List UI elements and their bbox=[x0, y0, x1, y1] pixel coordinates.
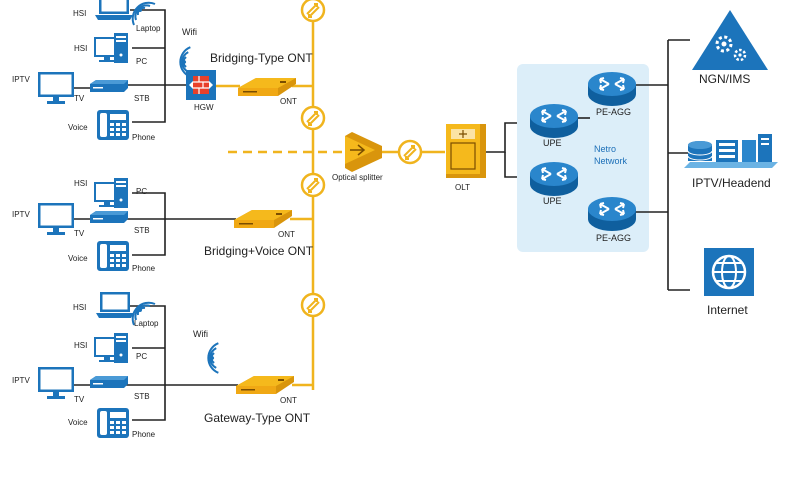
wifi-label: Wifi bbox=[193, 329, 208, 339]
pc-icon bbox=[94, 178, 128, 208]
splitter-node-icon bbox=[397, 139, 423, 165]
hsi-label: HSI bbox=[74, 179, 88, 188]
hsi-label: HSI bbox=[74, 341, 88, 350]
pc-icon bbox=[94, 33, 128, 63]
pc-label: PC bbox=[136, 57, 148, 66]
stb-label: STB bbox=[134, 392, 150, 401]
tv-label: TV bbox=[74, 229, 85, 238]
wifi-label: Wifi bbox=[182, 27, 197, 37]
pc-label: PC bbox=[136, 352, 148, 361]
hsi-label: HSI bbox=[74, 44, 88, 53]
ngn-ims-label: NGN/IMS bbox=[699, 72, 751, 86]
pc-icon bbox=[94, 333, 128, 363]
ont-label: ONT bbox=[280, 396, 297, 405]
tv-icon bbox=[38, 367, 74, 399]
stb-icon bbox=[90, 376, 128, 388]
iptv-headend-label: IPTV/Headend bbox=[692, 176, 771, 190]
wifi-icon bbox=[200, 341, 235, 375]
splitter-node-icon bbox=[300, 0, 326, 23]
pc-label: PC bbox=[136, 187, 148, 196]
iptv-label: IPTV bbox=[12, 376, 30, 385]
phone-label: Phone bbox=[132, 133, 156, 142]
ont-title-gateway: Gateway-Type ONT bbox=[204, 411, 311, 425]
iptv-headend-icon bbox=[684, 134, 778, 168]
fiber-network bbox=[228, 0, 530, 390]
voice-label: Voice bbox=[68, 254, 88, 263]
phone-label: Phone bbox=[132, 430, 156, 439]
netro-network-label: Network bbox=[594, 156, 628, 166]
group-gateway-type bbox=[38, 292, 313, 438]
pe-agg-router-icon bbox=[587, 71, 637, 107]
optical-splitter-icon bbox=[345, 132, 382, 172]
upe-router-icon bbox=[529, 161, 579, 197]
ont-icon bbox=[236, 376, 294, 394]
pe-agg-label: PE-AGG bbox=[596, 107, 632, 117]
hgw-label: HGW bbox=[194, 103, 214, 112]
internet-globe-icon bbox=[704, 248, 754, 296]
group-bridging-voice bbox=[38, 178, 313, 271]
pe-agg-label: PE-AGG bbox=[596, 233, 632, 243]
laptop-label: Laptop bbox=[134, 319, 159, 328]
stb-icon bbox=[90, 211, 128, 223]
hsi-label: HSI bbox=[73, 9, 87, 18]
internet-label: Internet bbox=[707, 303, 748, 317]
upe-router-icon bbox=[529, 103, 579, 139]
laptop-label: Laptop bbox=[136, 24, 161, 33]
iptv-label: IPTV bbox=[12, 210, 30, 219]
wifi-icon bbox=[131, 1, 156, 26]
splitter-node-icon bbox=[300, 105, 326, 131]
phone-icon bbox=[97, 110, 129, 140]
ont-label: ONT bbox=[280, 97, 297, 106]
upe-label: UPE bbox=[543, 196, 562, 206]
ont-icon bbox=[234, 210, 292, 228]
voice-label: Voice bbox=[68, 418, 88, 427]
stb-icon bbox=[90, 80, 128, 92]
phone-icon bbox=[97, 241, 129, 271]
laptop-icon bbox=[95, 0, 133, 20]
ont-title-bridging: Bridging-Type ONT bbox=[210, 51, 313, 65]
stb-label: STB bbox=[134, 94, 150, 103]
hsi-label: HSI bbox=[73, 303, 87, 312]
tv-label: TV bbox=[74, 94, 85, 103]
optical-splitter-label: Optical splitter bbox=[332, 173, 383, 182]
ont-title-bridging-voice: Bridging+Voice ONT bbox=[204, 244, 314, 258]
netro-network-label: Netro bbox=[594, 144, 617, 154]
olt-label: OLT bbox=[455, 183, 470, 192]
tv-icon bbox=[38, 203, 74, 235]
phone-icon bbox=[97, 408, 129, 438]
phone-label: Phone bbox=[132, 264, 156, 273]
upe-label: UPE bbox=[543, 138, 562, 148]
pe-agg-router-icon bbox=[587, 196, 637, 232]
splitter-node-icon bbox=[300, 292, 326, 318]
group-bridging-type bbox=[38, 0, 313, 140]
olt-icon bbox=[446, 124, 486, 178]
iptv-label: IPTV bbox=[12, 75, 30, 84]
stb-label: STB bbox=[134, 226, 150, 235]
ngn-ims-icon bbox=[692, 10, 768, 70]
ont-label: ONT bbox=[278, 230, 295, 239]
tv-label: TV bbox=[74, 395, 85, 404]
voice-label: Voice bbox=[68, 123, 88, 132]
ont-icon bbox=[238, 78, 296, 96]
tv-icon bbox=[38, 72, 74, 104]
metro-network-panel bbox=[517, 39, 690, 291]
laptop-icon bbox=[96, 292, 134, 318]
hgw-icon bbox=[186, 70, 216, 100]
splitter-node-icon bbox=[300, 172, 326, 198]
